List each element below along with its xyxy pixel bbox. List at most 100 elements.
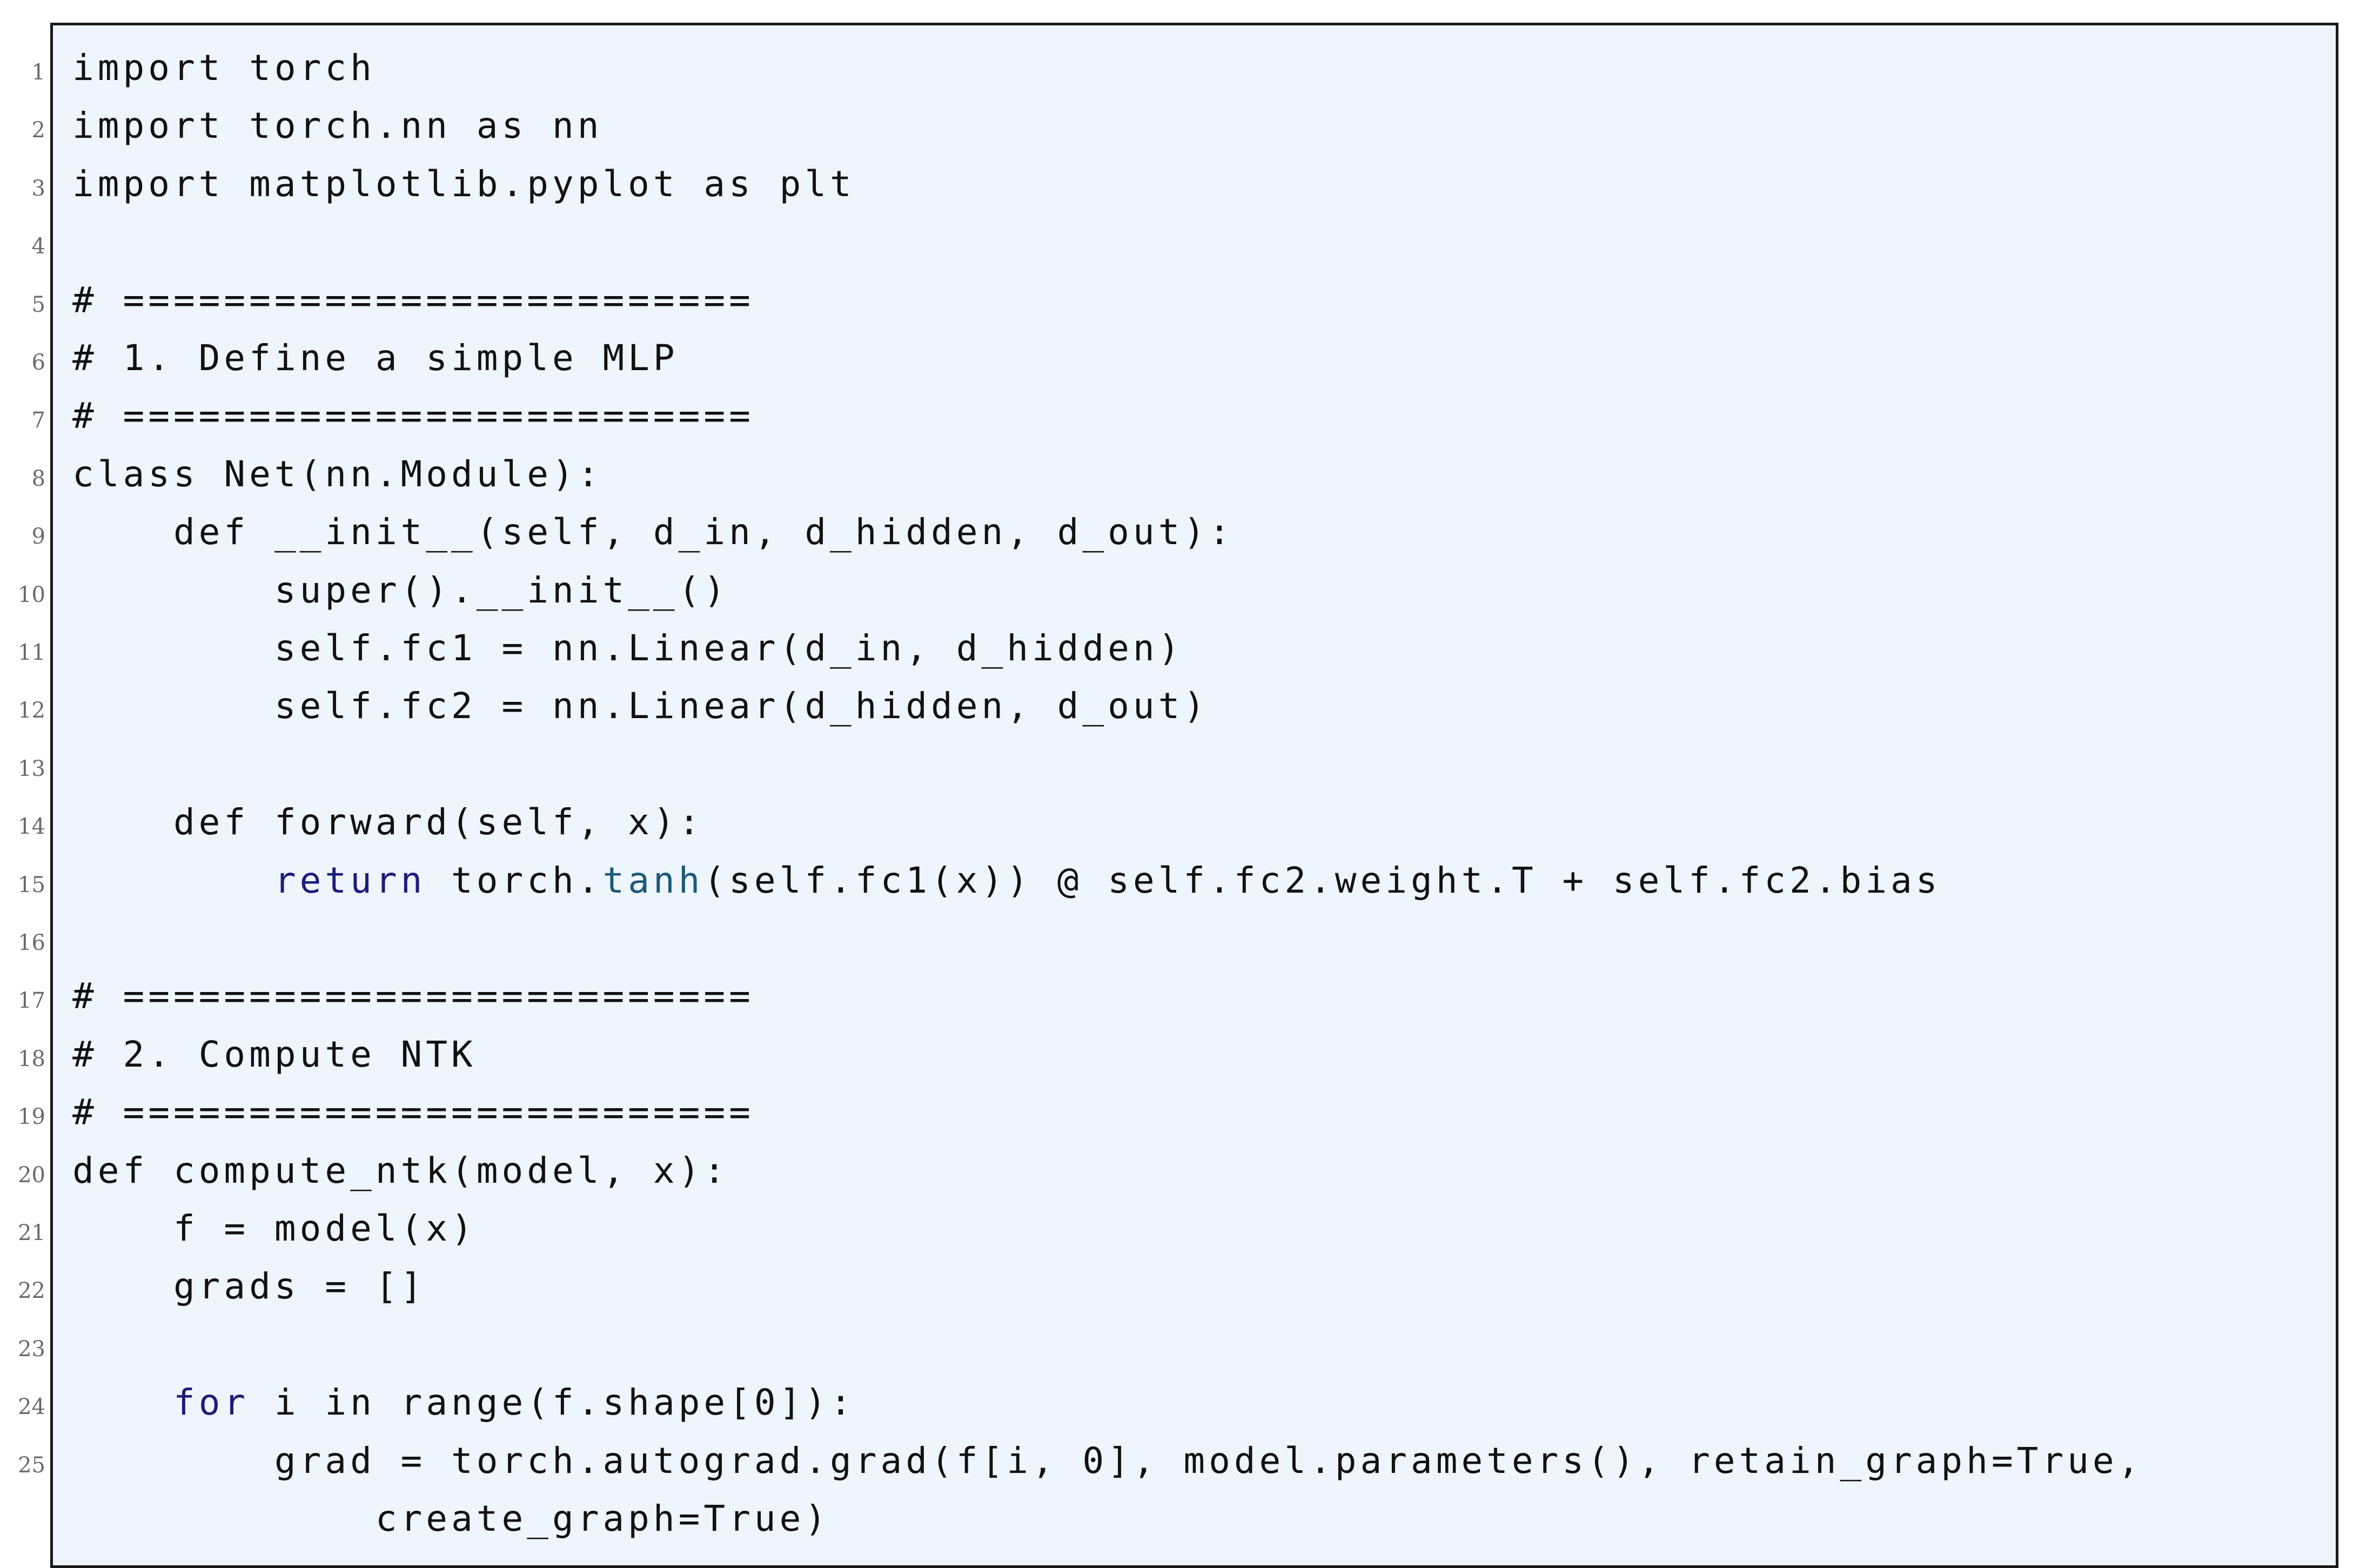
keyword-token: for bbox=[173, 1382, 250, 1424]
code-token: import matplotlib.pyplot as plt bbox=[72, 163, 855, 205]
code-line: 16 bbox=[18, 909, 2336, 967]
line-number: 2 bbox=[31, 118, 45, 143]
line-number: 15 bbox=[18, 872, 45, 897]
line-number: 5 bbox=[31, 292, 45, 317]
code-token: import torch bbox=[72, 47, 376, 89]
code-line: 13 bbox=[18, 735, 2336, 793]
code-text: def __init__(self, d_in, d_hidden, d_out… bbox=[72, 503, 1234, 561]
code-token: grads = [] bbox=[72, 1265, 426, 1308]
code-token: # 1. Define a simple MLP bbox=[72, 337, 679, 379]
code-line: 18 # 2. Compute NTK bbox=[18, 1026, 2336, 1083]
code-text: import matplotlib.pyplot as plt bbox=[72, 155, 855, 213]
code-text: # ========================= bbox=[72, 1083, 754, 1141]
code-line: 17 # ========================= bbox=[18, 967, 2336, 1025]
line-number: 4 bbox=[31, 234, 45, 259]
code-token: grad = torch.autograd.grad(f[i, 0], mode… bbox=[72, 1439, 2143, 1482]
code-token: # ========================= bbox=[72, 975, 754, 1017]
code-line: 11 self.fc1 = nn.Linear(d_in, d_hidden) bbox=[18, 619, 2336, 677]
line-number: 3 bbox=[31, 176, 45, 201]
code-line: 21 f = model(x) bbox=[18, 1200, 2336, 1257]
code-listing: 1 import torch 2 import torch.nn as nn 3 impo… bbox=[18, 23, 2338, 1568]
code-text: class Net(nn.Module): bbox=[72, 445, 602, 503]
code-token: # 2. Compute NTK bbox=[72, 1033, 477, 1075]
code-text: # ========================= bbox=[72, 967, 754, 1025]
line-number: 1 bbox=[31, 60, 45, 85]
line-number: 7 bbox=[31, 408, 45, 433]
code-text: import torch bbox=[72, 39, 376, 97]
code-line: 5 # ========================= bbox=[32, 271, 2336, 329]
code-text: def forward(self, x): bbox=[72, 793, 703, 851]
code-line: 7 # ========================= bbox=[32, 387, 2336, 445]
line-number: 23 bbox=[18, 1336, 45, 1362]
code-token: import torch.nn as nn bbox=[72, 105, 603, 147]
code-token: def forward(self, x): bbox=[72, 801, 704, 843]
code-text: self.fc2 = nn.Linear(d_hidden, d_out) bbox=[72, 677, 1209, 735]
code-text: # ========================= bbox=[72, 387, 754, 445]
code-lines: 1 import torch 2 import torch.nn as nn 3 impo… bbox=[18, 25, 2336, 1565]
code-text: super().__init__() bbox=[72, 561, 729, 619]
code-line: 14 def forward(self, x): bbox=[18, 793, 2336, 851]
line-number: 12 bbox=[18, 698, 45, 723]
line-number: 20 bbox=[18, 1162, 45, 1188]
code-token: def __init__(self, d_in, d_hidden, d_out… bbox=[72, 511, 1234, 553]
line-number: 22 bbox=[18, 1278, 45, 1304]
code-line: 24 for i in range(f.shape[0]): bbox=[18, 1373, 2336, 1431]
code-token bbox=[72, 860, 274, 901]
line-number: 13 bbox=[18, 756, 45, 781]
line-number: 16 bbox=[18, 930, 45, 955]
code-line: 22 grads = [] bbox=[18, 1257, 2336, 1315]
line-number: 6 bbox=[31, 350, 45, 375]
line-number: 24 bbox=[18, 1395, 45, 1420]
code-text: # ========================= bbox=[72, 271, 754, 329]
code-token: self.fc2 = nn.Linear(d_hidden, d_out) bbox=[72, 685, 1209, 727]
code-text: # 2. Compute NTK bbox=[72, 1026, 477, 1083]
code-line: 12 self.fc2 = nn.Linear(d_hidden, d_out) bbox=[18, 677, 2336, 735]
line-number: 21 bbox=[18, 1221, 45, 1245]
code-text: self.fc1 = nn.Linear(d_in, d_hidden) bbox=[72, 619, 1183, 677]
code-line: 3 import matplotlib.pyplot as plt bbox=[32, 155, 2336, 213]
code-line: 20 def compute_ntk(model, x): bbox=[18, 1142, 2336, 1200]
code-text: grads = [] bbox=[72, 1257, 426, 1315]
code-line: 23 bbox=[18, 1316, 2336, 1373]
line-number: 8 bbox=[31, 466, 45, 491]
line-number: 17 bbox=[18, 988, 45, 1014]
code-text: grad = torch.autograd.grad(f[i, 0], mode… bbox=[72, 1432, 2143, 1490]
code-token: # ========================= bbox=[72, 279, 754, 321]
code-text: def compute_ntk(model, x): bbox=[72, 1142, 729, 1200]
code-text: # 1. Define a simple MLP bbox=[72, 329, 679, 387]
code-token: super().__init__() bbox=[72, 569, 729, 611]
code-text: create_graph=True) bbox=[72, 1490, 830, 1547]
code-line: 10 super().__init__() bbox=[18, 561, 2336, 619]
code-line: 25 grad = torch.autograd.grad(f[i, 0], m… bbox=[18, 1432, 2336, 1490]
code-token: def compute_ntk(model, x): bbox=[72, 1149, 729, 1191]
code-line: 2 import torch.nn as nn bbox=[32, 97, 2336, 155]
code-line: 4 bbox=[32, 213, 2336, 271]
line-number: 10 bbox=[18, 582, 45, 607]
code-token: (self.fc1(x)) @ self.fc2.weight.T + self… bbox=[703, 859, 1941, 901]
code-line: 19 # ========================= bbox=[18, 1083, 2336, 1141]
code-line: 8 class Net(nn.Module): bbox=[32, 445, 2336, 503]
code-token: # ========================= bbox=[72, 1091, 754, 1134]
code-line: create_graph=True) bbox=[53, 1490, 2336, 1547]
line-number: 18 bbox=[18, 1046, 45, 1071]
code-line: 1 import torch bbox=[32, 39, 2336, 97]
line-number: 19 bbox=[18, 1104, 45, 1130]
code-line: 9 def __init__(self, d_in, d_hidden, d_o… bbox=[32, 503, 2336, 561]
line-number: 11 bbox=[18, 640, 45, 665]
code-token: f = model(x) bbox=[72, 1208, 477, 1249]
code-token: i in range(f.shape[0]): bbox=[249, 1382, 855, 1424]
keyword-token: return bbox=[274, 859, 426, 901]
line-number: 14 bbox=[18, 814, 45, 840]
code-line: 6 # 1. Define a simple MLP bbox=[32, 329, 2336, 387]
line-number: 25 bbox=[18, 1452, 45, 1478]
code-text: return torch.tanh(self.fc1(x)) @ self.fc… bbox=[72, 852, 1941, 909]
code-line: 15 return torch.tanh(self.fc1(x)) @ self… bbox=[18, 852, 2336, 909]
function-token: tanh bbox=[602, 859, 704, 901]
code-token bbox=[72, 1382, 173, 1423]
code-token: # ========================= bbox=[72, 395, 754, 437]
line-number: 9 bbox=[31, 524, 45, 550]
code-token: class Net(nn.Module): bbox=[72, 453, 603, 495]
code-text: f = model(x) bbox=[72, 1200, 477, 1257]
code-token: self.fc1 = nn.Linear(d_in, d_hidden) bbox=[72, 627, 1184, 669]
code-token: torch. bbox=[426, 859, 603, 901]
